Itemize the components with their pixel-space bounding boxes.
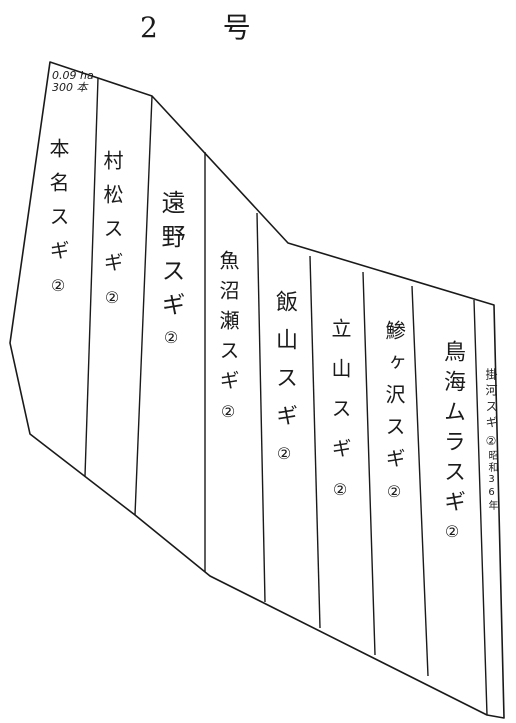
- strip-1-label: 本名スギ ②: [38, 138, 78, 294]
- variety-name: 掛河スギ: [484, 368, 498, 432]
- strip-7-label: 鯵ヶ沢スギ ②: [372, 320, 416, 500]
- sheet-title: 2 号: [140, 11, 279, 44]
- count-mark: ②: [444, 522, 460, 541]
- strip-4-label: 魚沼瀬スギ ②: [206, 250, 250, 420]
- strip-divider: [473, 299, 488, 716]
- strip-3-label: 遠野スギ ②: [148, 190, 194, 346]
- strip-divider: [84, 77, 99, 477]
- variety-name: 立山スギ: [328, 318, 352, 478]
- variety-name: 鳥海ムラスギ: [440, 340, 465, 520]
- strip-5-label: 飯山スギ ②: [262, 290, 306, 462]
- strip-9-label: 掛河スギ ② 昭和36年: [477, 368, 505, 512]
- strip-2-label: 村松スギ ②: [92, 150, 132, 306]
- count-mark: ②: [220, 402, 236, 421]
- strip-6-label: 立山スギ ②: [318, 318, 362, 498]
- count-mark: ②: [485, 434, 497, 448]
- variety-name: 鯵ヶ沢スギ: [382, 320, 406, 480]
- variety-name: 本名スギ: [46, 138, 70, 274]
- count-mark: ②: [276, 444, 292, 463]
- count-mark: ②: [104, 288, 120, 307]
- strip-divider: [134, 95, 153, 516]
- variety-name: 魚沼瀬スギ: [216, 250, 240, 400]
- planting-note: 昭和36年: [486, 450, 497, 512]
- count-mark: ②: [163, 328, 179, 347]
- strip-divider: [362, 271, 376, 656]
- count-mark: ②: [50, 276, 66, 295]
- tree-count-note: 300 本: [52, 80, 88, 94]
- corner-note: 0.09 ha 300 本: [52, 70, 94, 93]
- variety-name: 飯山スギ: [272, 290, 297, 442]
- area-note: 0.09 ha: [52, 69, 94, 82]
- strip-divider: [309, 255, 321, 629]
- variety-name: 遠野スギ: [157, 190, 185, 326]
- variety-name: 村松スギ: [100, 150, 124, 286]
- strip-8-label: 鳥海ムラスギ ②: [428, 340, 476, 540]
- strip-divider: [411, 285, 429, 677]
- count-mark: ②: [332, 480, 348, 499]
- strip-divider: [256, 212, 266, 603]
- count-mark: ②: [386, 482, 402, 501]
- plot-boundary: [9, 61, 505, 719]
